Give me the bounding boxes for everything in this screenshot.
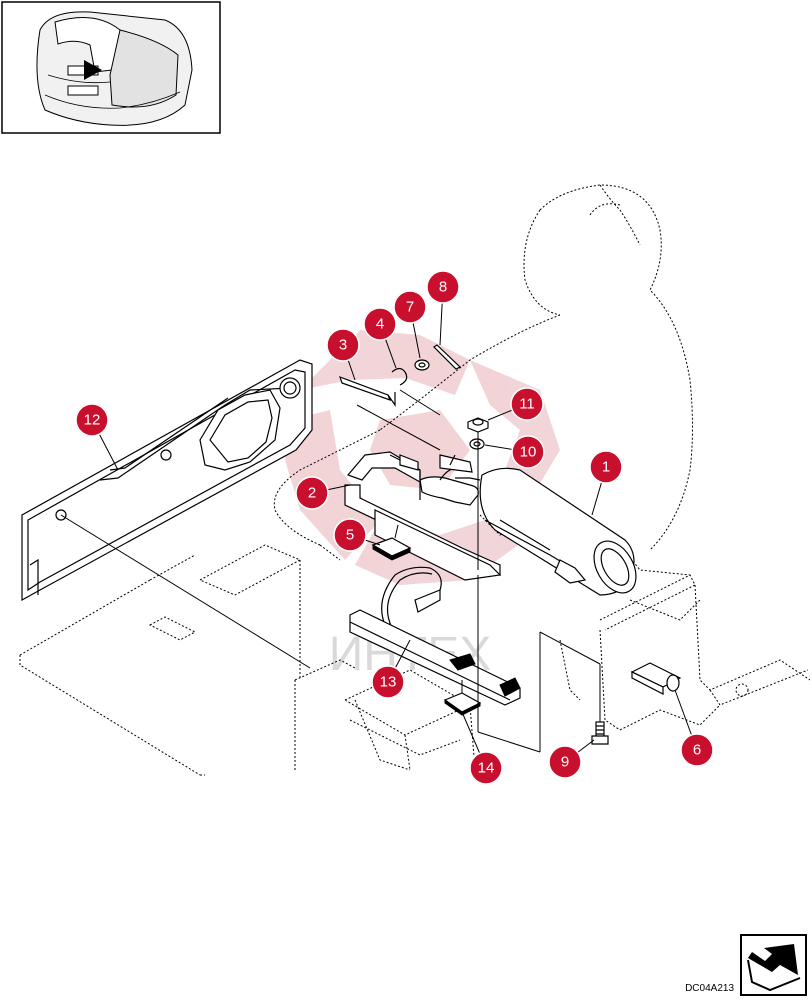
hose-assembly [419,454,479,506]
callout-9: 9 [548,745,582,779]
callout-2-label: 2 [308,485,316,502]
callout-7: 7 [393,290,427,324]
next-page-arrow-icon[interactable] [740,934,807,996]
seat-outline [273,184,693,561]
washer-upper [414,359,430,371]
callout-13-label: 13 [380,674,397,691]
callout-5: 5 [333,518,367,552]
assembly-lines [60,389,601,753]
callout-14-label: 14 [478,760,495,777]
callout-14: 14 [469,751,503,785]
callout-10: 10 [511,435,545,469]
lock-pin [339,375,396,407]
callout-12: 12 [75,403,109,437]
callout-1: 1 [589,450,623,484]
side-panel [21,359,313,602]
callout-2: 2 [295,476,329,510]
rubber-pad-upper [371,537,412,561]
seat-location-icon [1,1,221,134]
callout-4-label: 4 [376,316,384,333]
mounting-bracket [344,451,502,581]
split-pin [433,344,462,370]
callout-10-label: 10 [520,444,537,461]
extinguisher-cylinder [455,467,637,596]
callout-7-label: 7 [406,299,414,316]
rubber-bumper [630,662,682,695]
callout-3: 3 [326,328,360,362]
callout-9-label: 9 [561,754,569,771]
callout-3-label: 3 [339,337,347,354]
callout-11-label: 11 [519,396,535,413]
nut [467,417,489,433]
callout-13: 13 [371,665,405,699]
callout-6-label: 6 [693,742,701,759]
callout-8-label: 8 [439,279,447,296]
clip [391,367,408,386]
callout-5-label: 5 [346,527,354,544]
callout-12-label: 12 [84,412,101,429]
callout-4: 4 [363,307,397,341]
drawing-reference-code: DC04A213 [685,983,734,994]
bolt [591,721,609,745]
callout-1-label: 1 [602,459,610,476]
callout-8: 8 [426,270,460,304]
washer-lower [469,438,485,450]
callout-11: 11 [510,387,544,421]
callout-6: 6 [680,733,714,767]
rubber-pad-lower [443,692,482,716]
